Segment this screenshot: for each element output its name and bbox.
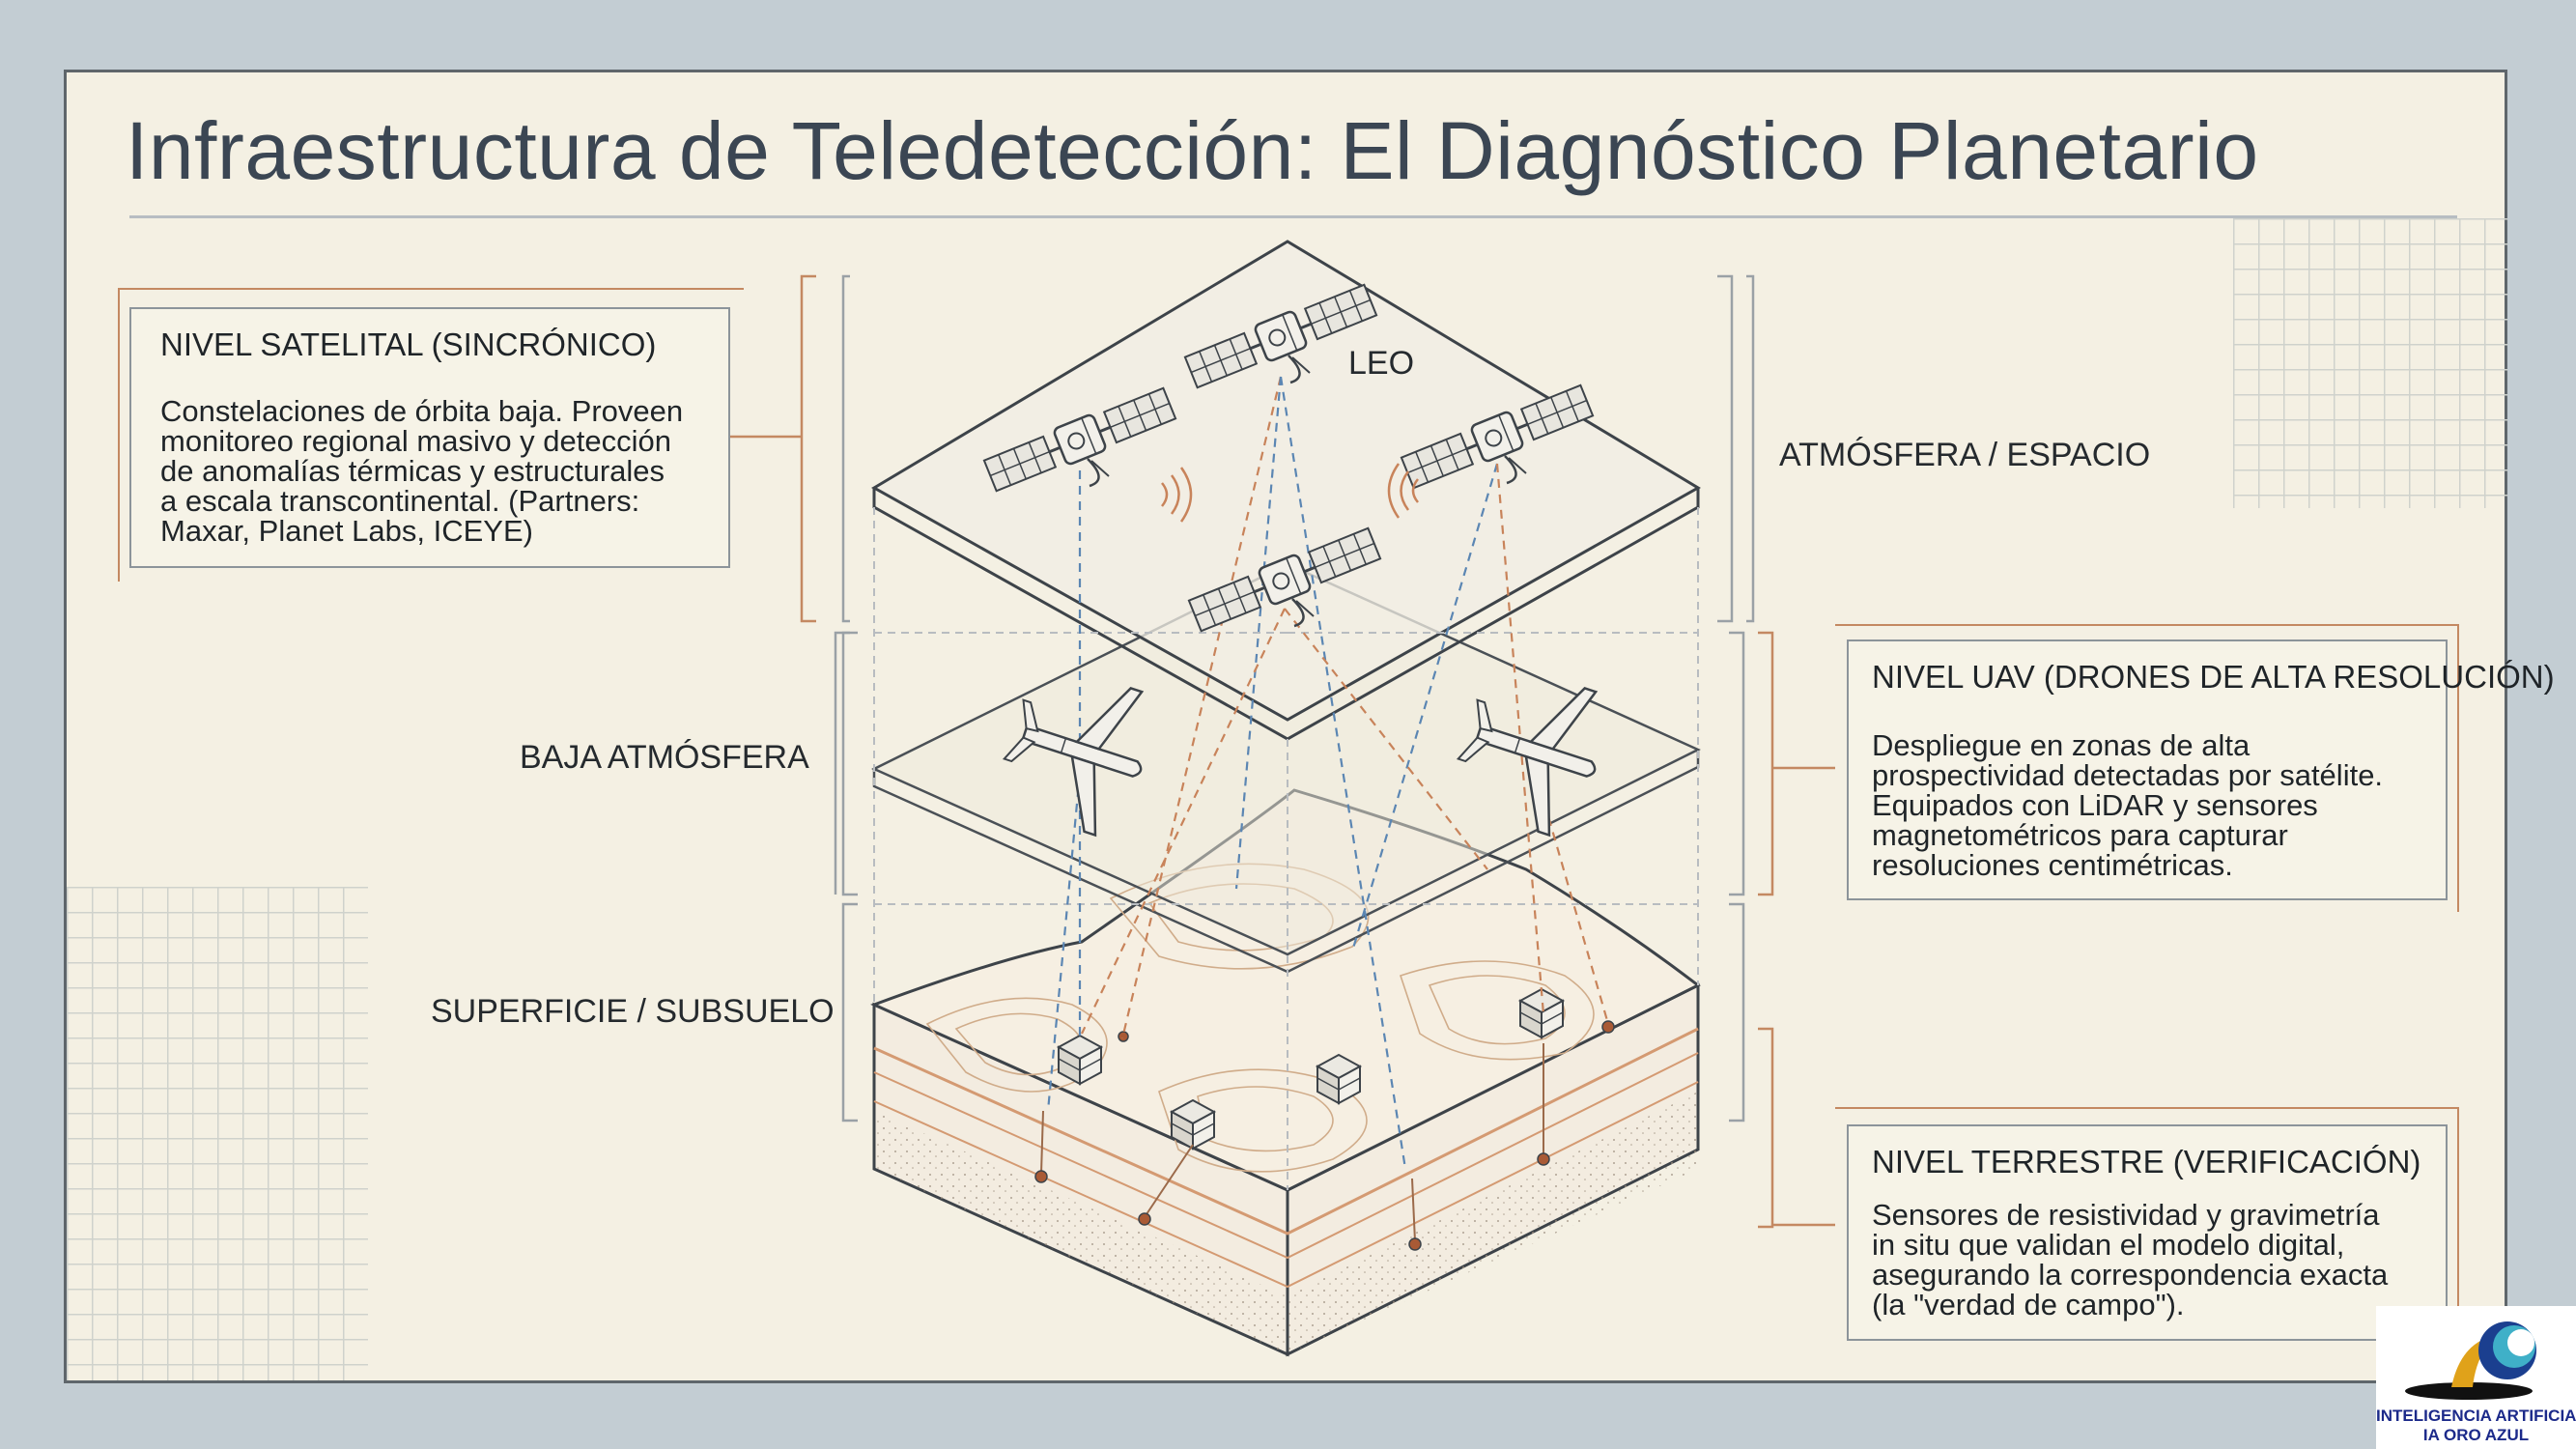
callout-satellite-heading: NIVEL SATELITAL (SINCRÓNICO): [160, 327, 657, 362]
callout-satellite: NIVEL SATELITAL (SINCRÓNICO) Constelacio…: [129, 307, 730, 568]
callout-satellite-line-4: a escala transcontinental. (Partners:: [160, 484, 640, 518]
callout-uav-line-2: prospectividad detectadas por satélite.: [1872, 758, 2384, 792]
connector-lines: [730, 435, 1835, 1227]
sensor-icon-3: [1316, 1054, 1361, 1104]
callout-frame-terrestrial: [1835, 1107, 2459, 1347]
layer-label-surface: SUPERFICIE / SUBSUELO: [431, 993, 835, 1030]
callout-frame-satellite: [118, 288, 744, 582]
layer-label-low-atmosphere: BAJA ATMÓSFERA: [520, 739, 809, 776]
callout-uav: NIVEL UAV (DRONES DE ALTA RESOLUCIÓN) De…: [1847, 639, 2555, 900]
page-title: Infraestructura de Teledetección: El Dia…: [126, 105, 2259, 196]
left-brackets: [800, 274, 858, 1122]
signal-waves-icon: [1161, 463, 1419, 523]
ground-probes: [1034, 1020, 1615, 1251]
callout-satellite-line-1: Constelaciones de órbita baja. Proveen: [160, 394, 684, 428]
callout-uav-line-4: magnetométricos para capturar: [1872, 818, 2288, 852]
layer-label-orbit: LEO: [1348, 345, 1415, 382]
logo-icon: [2405, 1321, 2536, 1400]
callout-satellite-line-3: de anomalías térmicas y estructurales: [160, 454, 665, 488]
callout-terrestrial-line-4: (la "verdad de campo").: [1872, 1288, 2185, 1321]
layer-guides: [873, 507, 1699, 1190]
logo-line-1: INTELIGENCIA ARTIFICIAL: [2376, 1406, 2576, 1425]
callout-uav-heading: NIVEL UAV (DRONES DE ALTA RESOLUCIÓN): [1872, 659, 2555, 695]
callout-terrestrial-line-1: Sensores de resistividad y gravimetría: [1872, 1198, 2380, 1232]
callout-terrestrial-line-2: in situ que validan el modelo digital,: [1872, 1228, 2345, 1262]
callout-uav-line-5: resoluciones centimétricas.: [1872, 848, 2233, 882]
callout-uav-line-1: Despliegue en zonas de alta: [1872, 728, 2250, 762]
sensor-icon-1: [1058, 1035, 1102, 1085]
callout-satellite-line-5: Maxar, Planet Labs, ICEYE): [160, 514, 533, 548]
sensor-icon-2: [1171, 1099, 1215, 1150]
sensing-beams: [1046, 376, 1610, 1170]
callout-terrestrial-heading: NIVEL TERRESTRE (VERIFICACIÓN): [1872, 1144, 2421, 1179]
callout-uav-line-3: Equipados con LiDAR y sensores: [1872, 788, 2318, 822]
layer-label-atmosphere: ATMÓSFERA / ESPACIO: [1779, 437, 2151, 473]
callout-frame-uav: [1835, 624, 2459, 912]
callout-terrestrial: NIVEL TERRESTRE (VERIFICACIÓN) Sensores …: [1847, 1124, 2448, 1341]
logo-line-2: IA ORO AZUL: [2422, 1426, 2530, 1444]
ground-block: [870, 788, 1701, 1357]
grid-pattern-top-right: [2233, 218, 2507, 508]
title-divider: [129, 215, 2457, 218]
sensor-icon-4: [1519, 988, 1564, 1038]
logo: INTELIGENCIA ARTIFICIAL IA ORO AZUL: [2376, 1306, 2576, 1449]
callout-terrestrial-line-3: asegurando la correspondencia exacta: [1872, 1258, 2389, 1292]
grid-pattern-bottom-left: [67, 887, 368, 1380]
right-brackets: [1717, 274, 1774, 1229]
callout-satellite-line-2: monitoreo regional masivo y detección: [160, 424, 671, 458]
